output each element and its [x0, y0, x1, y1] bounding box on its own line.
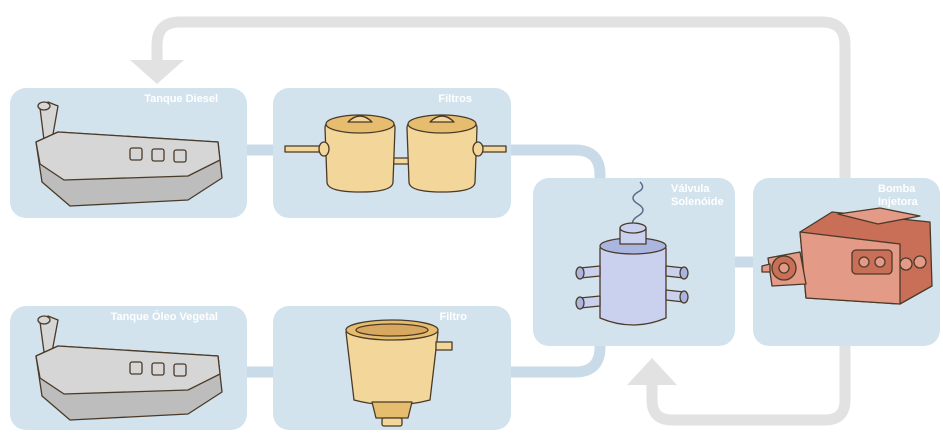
injection-pump-illustration — [761, 207, 933, 305]
single-filter-drain — [381, 417, 403, 427]
double-filter-knob-right — [429, 115, 455, 123]
double-filter-lid-left — [325, 114, 395, 134]
double-filter-knob-left — [347, 115, 373, 123]
valve-wire — [631, 181, 644, 231]
single-filter-body — [345, 331, 439, 406]
double-filter-port-right — [472, 141, 484, 157]
diesel-tank-ridge-2 — [151, 148, 165, 162]
valve-port-left-lower-end — [575, 296, 585, 310]
label-pump-line1: Bomba — [878, 183, 916, 195]
double-filter-outlet-tube — [479, 145, 507, 153]
vegetal-tank-illustration — [35, 315, 223, 421]
pump-bolt-3 — [899, 257, 913, 271]
double-filter-port-left — [318, 141, 330, 157]
pump-bolt-4 — [913, 255, 927, 269]
label-tank-diesel: Tanque Diesel — [144, 93, 218, 105]
node-labels: Tanque Diesel Filtros Tanque Óleo Vegeta… — [111, 93, 919, 323]
single-filter-mesh — [355, 323, 429, 337]
pump-bolt-1 — [858, 256, 870, 268]
solenoid-valve-illustration — [575, 181, 689, 326]
label-pump-line2: Injetora — [878, 196, 919, 208]
label-filters-top: Filtros — [438, 93, 472, 105]
vegetal-tank-body-top — [35, 345, 221, 395]
pump-drive-shaft — [761, 263, 771, 273]
pump-drive-hub — [778, 262, 790, 274]
diesel-tank-ridge-1 — [129, 147, 143, 161]
label-valve-line2: Solenóide — [671, 196, 724, 208]
vegetal-tank-filler-cap — [37, 315, 51, 325]
vegetal-tank-ridge-2 — [151, 362, 165, 376]
single-filter-outlet — [435, 341, 453, 351]
valve-port-right-lower-end — [679, 290, 689, 304]
pipe-filters-to-valve — [500, 144, 606, 195]
label-valve-line1: Válvula — [671, 183, 710, 195]
valve-body — [599, 247, 667, 326]
double-filter-lid-right — [407, 114, 477, 134]
pump-top-plate — [837, 207, 921, 225]
return-arrow-to-diesel-tank — [130, 60, 184, 84]
return-arrow-to-valve — [627, 358, 677, 385]
pump-side-panel — [851, 249, 893, 275]
double-filter-inlet-tube — [284, 145, 323, 153]
diesel-tank-filler-cap — [37, 101, 51, 111]
label-filter-bottom: Filtro — [440, 311, 468, 323]
single-filter-bowl — [371, 401, 413, 419]
single-filter-illustration — [345, 319, 453, 427]
pump-bolt-2 — [874, 256, 886, 268]
vegetal-tank-ridge-1 — [129, 361, 143, 375]
diesel-tank-body-top — [35, 131, 221, 181]
pipe-filter-to-valve — [500, 330, 606, 378]
label-tank-vegetal: Tanque Óleo Vegetal — [111, 310, 218, 323]
diesel-tank-ridge-3 — [173, 149, 187, 163]
double-filter-illustration — [284, 114, 507, 193]
vegetal-tank-ridge-3 — [173, 363, 187, 377]
valve-coil-top — [619, 222, 647, 234]
valve-port-left-upper-end — [575, 266, 585, 280]
diesel-tank-illustration — [35, 101, 223, 207]
valve-port-right-upper-end — [679, 266, 689, 280]
